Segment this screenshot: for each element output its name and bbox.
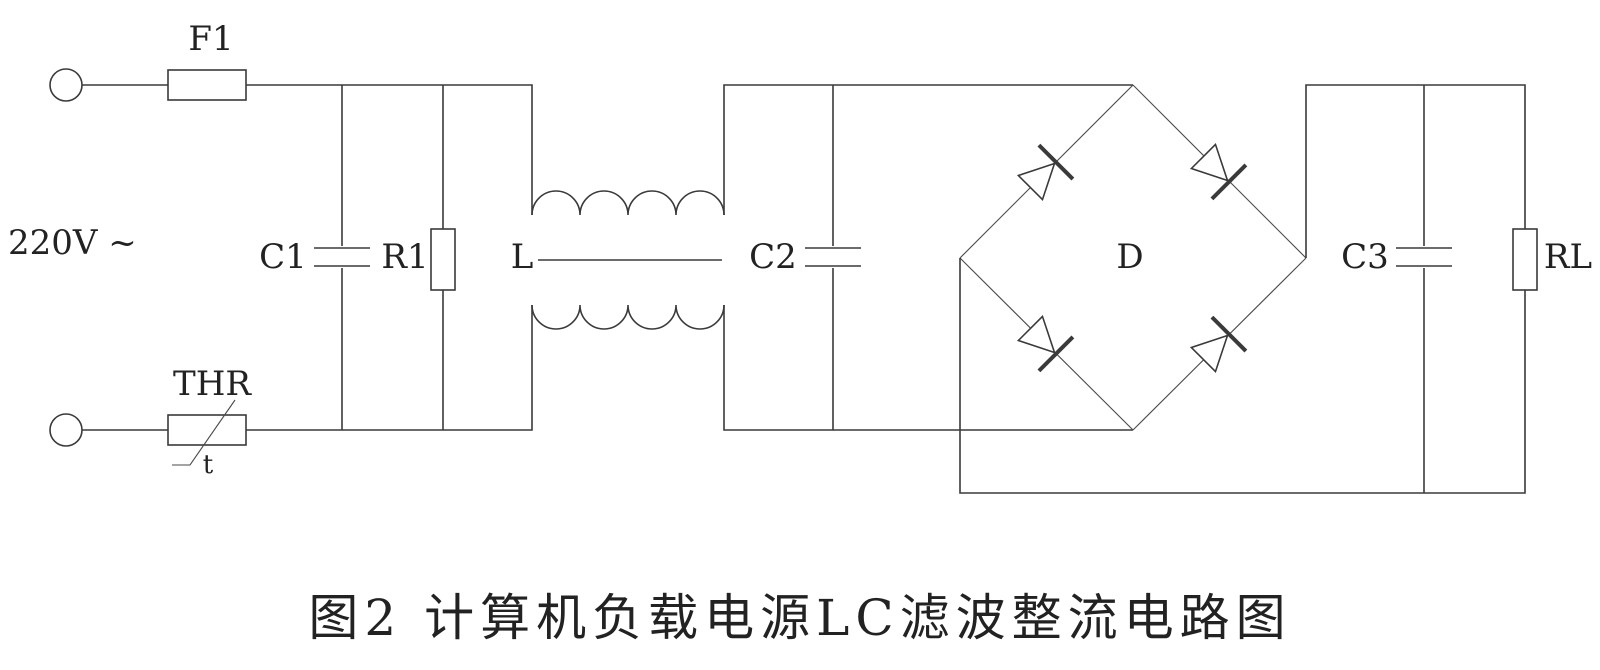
circuit-diagram: F1 220V ~ THR t C1 R1 L C2 D C3 RL bbox=[8, 19, 1592, 494]
label-c1: C1 bbox=[259, 237, 307, 277]
input-terminal-top bbox=[49, 68, 83, 102]
label-bridge-d: D bbox=[1116, 237, 1143, 277]
label-rl: RL bbox=[1544, 237, 1592, 277]
resistor-r1 bbox=[430, 228, 456, 291]
diode-upper-left bbox=[1016, 143, 1075, 202]
wire-top-left bbox=[246, 84, 533, 215]
input-terminal-bottom bbox=[49, 413, 83, 447]
figure-caption: 图2 计算机负载电源LC滤波整流电路图 bbox=[308, 589, 1292, 647]
inductor-coil-top bbox=[531, 190, 725, 216]
wire-bottom-left bbox=[246, 305, 533, 431]
diode-upper-right bbox=[1189, 142, 1248, 201]
label-thermistor-t: t bbox=[203, 450, 214, 480]
label-thr: THR bbox=[173, 364, 252, 404]
label-f1: F1 bbox=[188, 19, 233, 59]
resistor-rl bbox=[1512, 228, 1538, 291]
label-inductor: L bbox=[511, 237, 534, 277]
label-source-voltage: 220V ~ bbox=[8, 223, 137, 263]
label-c2: C2 bbox=[749, 237, 797, 277]
thermistor-tilt-mark bbox=[172, 399, 236, 466]
wire-bottom-middle bbox=[723, 305, 1133, 431]
fuse-f1 bbox=[167, 69, 247, 101]
wire-output-bottom bbox=[959, 258, 1526, 494]
wire-output-top bbox=[1305, 84, 1526, 258]
diode-lower-left bbox=[1016, 314, 1075, 373]
label-r1: R1 bbox=[381, 237, 428, 277]
bridge-rectifier bbox=[959, 84, 1307, 431]
diode-lower-right bbox=[1189, 315, 1248, 374]
inductor-coil-bottom bbox=[531, 304, 725, 330]
label-c3: C3 bbox=[1341, 237, 1389, 277]
wire-top-middle bbox=[723, 84, 1133, 215]
